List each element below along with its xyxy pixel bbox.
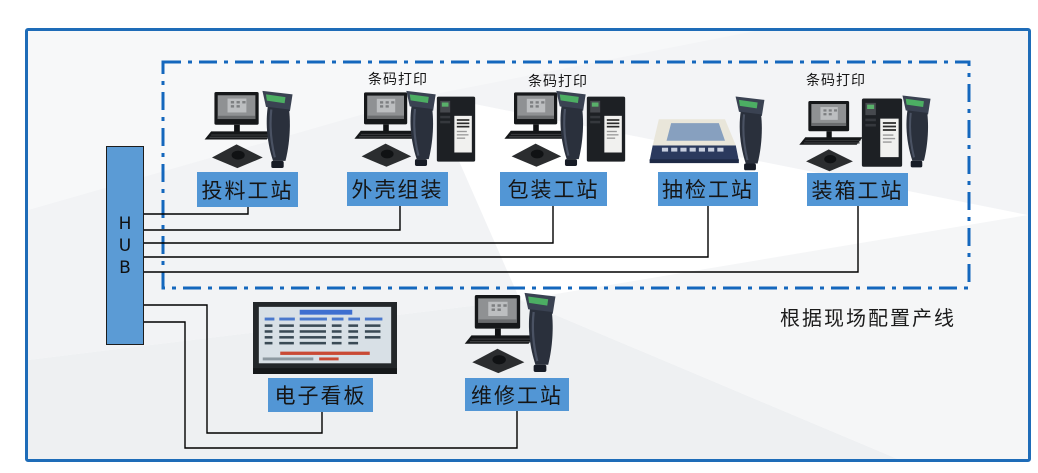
hub-letter: U — [118, 235, 132, 256]
label-printer-icon — [436, 94, 476, 166]
barcode-scanner-icon — [731, 94, 769, 172]
kanban-display-icon — [253, 302, 397, 374]
station-shell-assembly-icon-group — [348, 88, 468, 172]
hub-box: H U B — [106, 146, 144, 345]
station-label-packaging: 包装工站 — [500, 172, 607, 206]
station-feeding-icon-group — [198, 88, 314, 172]
station-packaging-icon-group — [498, 88, 618, 172]
barcode-scanner-icon — [258, 88, 297, 170]
station-label-repair: 维修工站 — [465, 378, 569, 411]
hub-letter: H — [118, 213, 132, 234]
station-label-shell-assembly: 外壳组装 — [347, 172, 448, 206]
outer-frame — [25, 28, 1031, 462]
station-boxing-icon-group — [793, 93, 933, 173]
label-printer-icon — [586, 94, 626, 166]
note-text: 根据现场配置产线 — [780, 306, 956, 330]
station-label-kanban: 电子看板 — [268, 378, 373, 412]
barcode-scanner-icon — [402, 88, 440, 168]
barcode-print-label: 条码打印 — [806, 73, 866, 89]
station-inspection-icon-group — [645, 94, 775, 172]
barcode-print-label: 条码打印 — [528, 74, 588, 90]
production-line-group-border — [161, 60, 971, 290]
station-label-boxing: 装箱工站 — [807, 173, 908, 206]
barcode-scanner-icon — [552, 88, 590, 168]
label-printer-icon — [861, 96, 903, 171]
station-repair-icon-group — [458, 290, 574, 376]
barcode-scanner-icon — [520, 290, 560, 374]
station-label-feeding: 投料工站 — [197, 172, 298, 207]
barcode-scanner-icon — [898, 93, 935, 169]
test-instrument-icon — [645, 110, 745, 167]
station-label-inspection: 抽检工站 — [658, 172, 758, 206]
barcode-print-label: 条码打印 — [368, 72, 428, 88]
hub-letter: B — [119, 257, 131, 278]
desktop-computer-icon — [793, 101, 869, 172]
